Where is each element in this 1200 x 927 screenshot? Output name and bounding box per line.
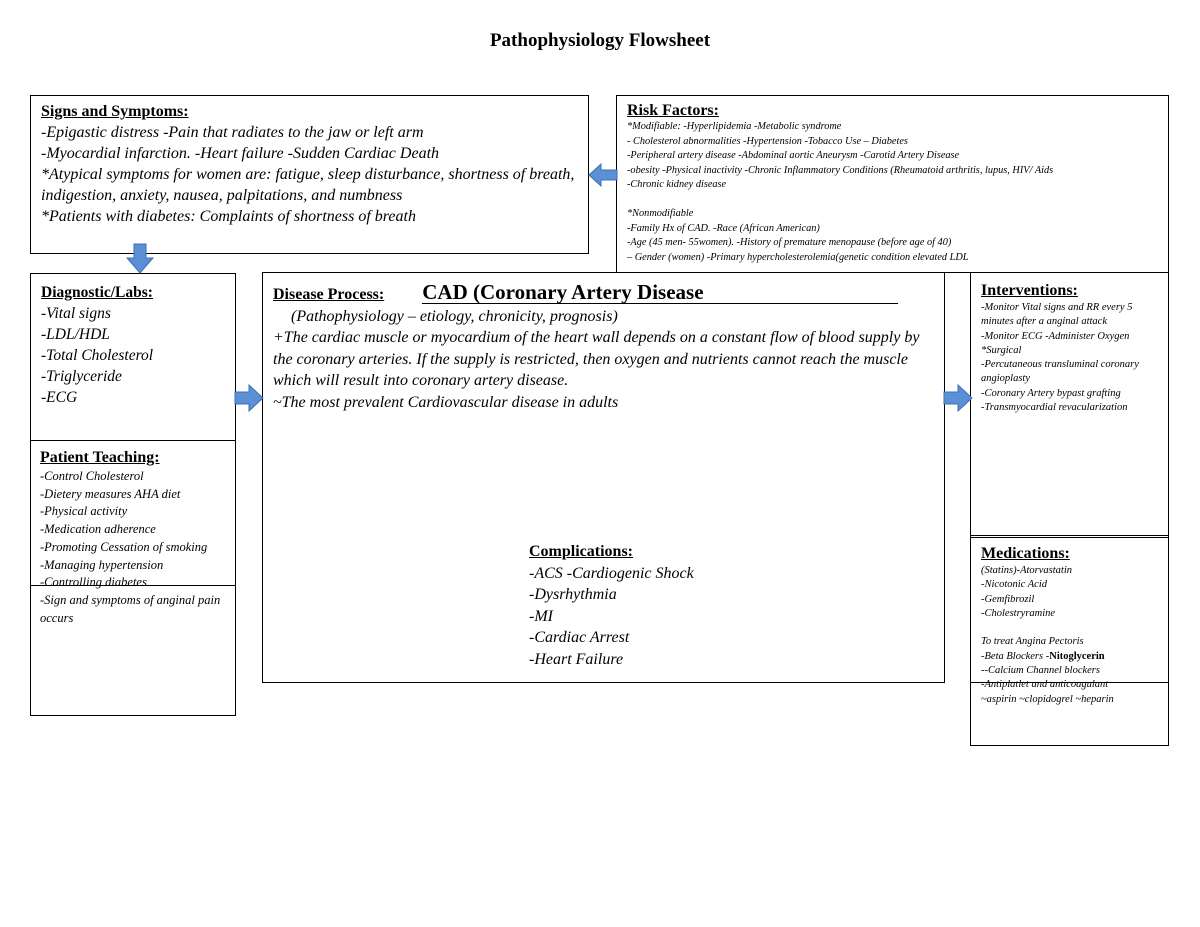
list-item: (Statins)-Atorvastatin bbox=[981, 565, 1072, 576]
list-item: -LDL/HDL bbox=[41, 326, 110, 343]
teaching-box bbox=[30, 440, 236, 586]
list-item: -Chronic kidney disease bbox=[627, 179, 727, 190]
list-item: -ECG bbox=[41, 389, 78, 406]
disease-description: +The cardiac muscle or myocardium of the… bbox=[273, 327, 934, 413]
list-item: --Calcium Channel blockers bbox=[981, 665, 1100, 677]
list-item: -Promoting Cessation of smoking bbox=[40, 539, 208, 554]
list-item: -Heart Failure bbox=[529, 650, 624, 668]
risk-box: Risk Factors: *Modifiable: -Hyperlipidem… bbox=[616, 95, 1169, 273]
disease-heading: Disease Process: bbox=[273, 286, 385, 303]
list-item: +The cardiac muscle or myocardium of the… bbox=[273, 329, 920, 389]
disease-name: CAD (Coronary Artery Disease bbox=[422, 281, 899, 304]
list-item: -Triglyceride bbox=[41, 368, 122, 385]
list-item: ~aspirin ~clopidogrel ~heparin bbox=[981, 693, 1114, 705]
list-item: -Nicotonic Acid bbox=[981, 579, 1047, 591]
medications-box: Medications: (Statins)-Atorvastatin -Nico… bbox=[970, 535, 1169, 746]
list-item: -Dietery measures AHA diet bbox=[40, 486, 181, 501]
list-item: *Atypical symptoms for women are: fatigu… bbox=[41, 166, 575, 204]
list-item: -Coronary Artery bypast grafting bbox=[981, 387, 1121, 399]
list-item: – Gender (women) -Primary hypercholester… bbox=[627, 251, 969, 263]
list-item: -ACS -Cardiogenic Shock bbox=[529, 564, 694, 582]
list-item: -Dysrhythmia bbox=[529, 586, 617, 603]
interventions-list: -Monitor Vital signs and RR every 5 minu… bbox=[981, 301, 1158, 415]
list-item: - Cholesterol abnormalities -Hypertensio… bbox=[627, 135, 908, 147]
list-item: -Gemfibrozil bbox=[981, 593, 1035, 605]
list-item: -MI bbox=[529, 607, 553, 625]
list-item: *Modifiable: -Hyperlipidemia -Metabolic … bbox=[627, 121, 842, 132]
list-item: -Managing hypertension bbox=[40, 557, 164, 572]
list-item: *Nonmodifiable bbox=[627, 208, 694, 219]
arrow-down-icon bbox=[125, 243, 155, 274]
list-item: -Sign and symptoms of anginal pain occur… bbox=[40, 592, 221, 625]
disease-subtitle: (Pathophysiology – etiology, chronicity,… bbox=[291, 307, 618, 325]
medications-list-2: --Calcium Channel blockers -Antiplatlet a… bbox=[981, 664, 1158, 707]
list-item bbox=[981, 621, 1158, 635]
disease-box: Disease Process: CAD (Coronary Artery Di… bbox=[262, 272, 945, 683]
list-item: -Antiplatlet and anticoagulant bbox=[981, 679, 1109, 691]
signs-list: -Epigastic distress -Pain that radiates … bbox=[41, 122, 578, 227]
list-item: -Cholestryramine bbox=[981, 607, 1056, 619]
teaching-content: Patient Teaching: -Control Cholesterol -D… bbox=[40, 448, 235, 627]
arrow-right-icon bbox=[943, 384, 973, 412]
list-item: -Transmyocardial revacularization bbox=[981, 402, 1128, 414]
risk-heading: Risk Factors: bbox=[627, 102, 719, 119]
list-item: To treat Angina Pectoris bbox=[981, 636, 1084, 648]
list-item: -Percutaneous transluminal coronary angi… bbox=[981, 359, 1139, 385]
beta-blockers-text: -Beta Blockers - bbox=[981, 650, 1050, 662]
list-item: -Physical activity bbox=[40, 504, 128, 519]
nitroglycerin-text: Nitoglycerin bbox=[1049, 650, 1105, 662]
interventions-heading: Interventions: bbox=[981, 282, 1078, 299]
signs-heading: Signs and Symptoms: bbox=[41, 103, 189, 120]
arrow-right-icon bbox=[234, 384, 264, 412]
list-item: ~The most prevalent Cardiovascular disea… bbox=[273, 393, 619, 411]
medications-list: (Statins)-Atorvastatin -Nicotonic Acid -Ge… bbox=[981, 564, 1158, 650]
diagnostic-heading: Diagnostic/Labs: bbox=[41, 284, 153, 301]
list-item: -Total Cholesterol bbox=[41, 347, 154, 364]
list-item: -Controlling diabetes bbox=[40, 575, 147, 590]
complications-list: -ACS -Cardiogenic Shock -Dysrhythmia -MI -C… bbox=[529, 563, 694, 671]
page-title: Pathophysiology Flowsheet bbox=[489, 30, 711, 51]
diagnostic-list: -Vital signs -LDL/HDL -Total Cholesterol -T… bbox=[41, 303, 225, 408]
list-item: -obesity -Physical inactivity -Chronic I… bbox=[627, 164, 1054, 176]
list-item: -Medication adherence bbox=[40, 522, 156, 537]
signs-box: Signs and Symptoms: -Epigastic distress … bbox=[30, 95, 589, 254]
list-item: -Monitor Vital signs and RR every 5 minu… bbox=[981, 302, 1133, 328]
teaching-list: -Control Cholesterol -Dietery measures AH… bbox=[40, 468, 235, 627]
medications-heading: Medications: bbox=[981, 545, 1070, 562]
interventions-box: Interventions: -Monitor Vital signs and … bbox=[970, 272, 1169, 538]
arrow-left-icon bbox=[588, 162, 618, 188]
list-item: *Surgical bbox=[981, 344, 1022, 356]
list-item bbox=[627, 193, 1158, 208]
list-item: -Family Hx of CAD. -Race (African Americ… bbox=[627, 222, 820, 234]
list-item: -Control Cholesterol bbox=[40, 469, 144, 483]
overlap-line bbox=[970, 682, 1169, 683]
list-item: -Peripheral artery disease -Abdominal ao… bbox=[627, 150, 960, 161]
complications: Complications: -ACS -Cardiogenic Shock -D… bbox=[529, 541, 694, 670]
teaching-heading: Patient Teaching: bbox=[40, 449, 160, 466]
list-item: *Patients with diabetes: Complaints of s… bbox=[41, 208, 416, 225]
list-item: -Epigastic distress -Pain that radiates … bbox=[41, 124, 424, 141]
complications-heading: Complications: bbox=[529, 543, 633, 560]
list-item: -Age (45 men- 55women). -History of prem… bbox=[627, 237, 952, 248]
list-item: -Monitor ECG -Administer Oxygen bbox=[981, 330, 1130, 342]
list-item: -Vital signs bbox=[41, 305, 111, 322]
beta-blockers-line: -Beta Blockers -Nitoglycerin bbox=[981, 650, 1158, 664]
list-item: -Cardiac Arrest bbox=[529, 629, 630, 646]
risk-list: *Modifiable: -Hyperlipidemia -Metabolic … bbox=[627, 120, 1158, 265]
list-item: -Myocardial infarction. -Heart failure -… bbox=[41, 145, 440, 162]
